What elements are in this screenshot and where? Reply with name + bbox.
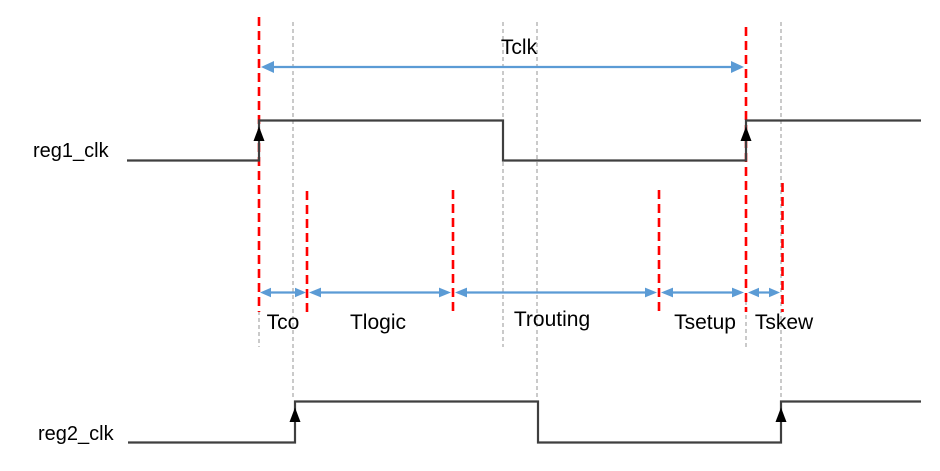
reg1-rise2-edge-arrow-icon xyxy=(740,126,752,141)
red-marker-lines xyxy=(257,17,784,312)
tskew-arrow xyxy=(748,287,780,298)
tlogic-label: Tlogic xyxy=(350,311,406,334)
tclk-arrowhead-right-icon xyxy=(731,61,744,73)
trouting-arrowhead-left-icon xyxy=(455,287,467,298)
tskew-arrowhead-right-icon xyxy=(769,287,780,298)
tskew-arrowhead-left-icon xyxy=(748,287,759,298)
tskew-label: Tskew xyxy=(755,311,814,334)
tsetup-arrowhead-left-icon xyxy=(661,287,673,298)
tclk-label: Tclk xyxy=(501,36,538,59)
reg2-rise1-edge-arrow-icon xyxy=(289,407,301,422)
reg2-waveform xyxy=(128,400,921,444)
reg1-rise1-edge-arrow-icon xyxy=(253,126,265,141)
tlogic-arrow xyxy=(309,287,451,298)
reg2-rise2-edge-arrow-icon xyxy=(775,407,787,422)
reg1-waveform-path xyxy=(127,119,921,162)
tclk-arrow xyxy=(261,61,744,73)
tclk-arrowhead-left-icon xyxy=(261,61,274,73)
tsetup-arrow xyxy=(661,287,744,298)
reg1-waveform xyxy=(127,119,921,162)
tlogic-arrowhead-left-icon xyxy=(309,287,321,298)
trouting-arrow xyxy=(455,287,657,298)
tlogic-arrowhead-right-icon xyxy=(439,287,451,298)
reg2-clk-label: reg2_clk xyxy=(38,423,115,445)
tco-arrow xyxy=(260,287,306,298)
trouting-arrowhead-right-icon xyxy=(645,287,657,298)
reg2-waveform-path xyxy=(128,400,921,444)
reg1-clk-label: reg1_clk xyxy=(33,140,110,162)
tco-label: Tco xyxy=(267,311,300,334)
tco-arrowhead-left-icon xyxy=(260,287,271,298)
tsetup-label: Tsetup xyxy=(674,311,736,334)
tco-arrowhead-right-icon xyxy=(295,287,306,298)
gray-guide-lines xyxy=(258,22,782,400)
trouting-label: Trouting xyxy=(514,308,590,331)
tsetup-arrowhead-right-icon xyxy=(732,287,744,298)
